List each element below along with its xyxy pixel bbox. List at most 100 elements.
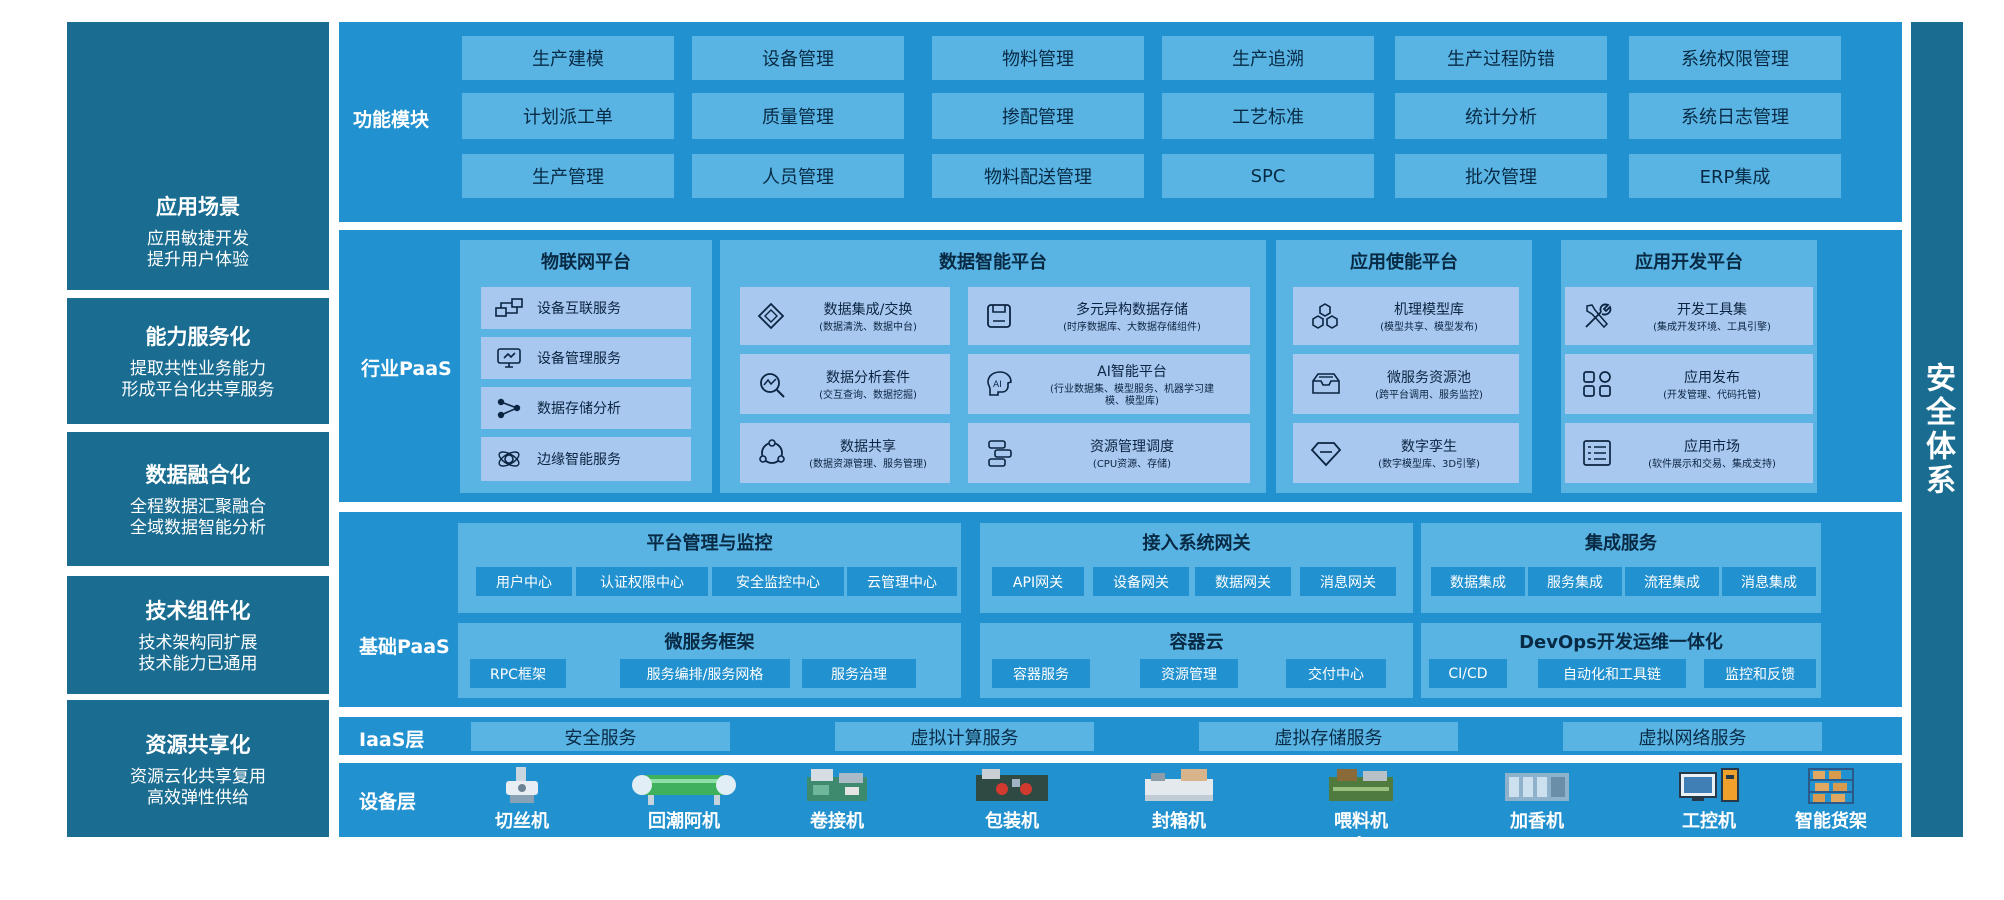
container-tag[interactable]: 容器服务 bbox=[992, 659, 1090, 688]
service-desc: (模型共享、模型发布) bbox=[1380, 321, 1478, 333]
microservice-tag[interactable]: 服务治理 bbox=[802, 659, 916, 688]
container-tag[interactable]: 资源管理 bbox=[1140, 659, 1238, 688]
enable-service-item[interactable]: 数字孪生(数字模型库、3D引擎) bbox=[1293, 423, 1519, 483]
left-card-line: 资源云化共享复用 bbox=[130, 766, 266, 787]
flavoring-machine-icon bbox=[1505, 773, 1569, 801]
enable-service-item[interactable]: 机理模型库(模型共享、模型发布) bbox=[1293, 287, 1519, 345]
share-icon bbox=[481, 396, 537, 420]
microservice-panel: 微服务框架 RPC框架 服务编排/服务网格 服务治理 bbox=[458, 623, 961, 698]
module-item[interactable]: 批次管理 bbox=[1395, 154, 1607, 198]
iot-service-item[interactable]: 设备管理服务 bbox=[481, 337, 691, 379]
platform-tag[interactable]: 云管理中心 bbox=[847, 567, 957, 596]
microservice-tag[interactable]: 服务编排/服务网格 bbox=[620, 659, 790, 688]
service-name: 设备管理服务 bbox=[537, 351, 621, 367]
platform-tag[interactable]: 用户中心 bbox=[476, 567, 572, 596]
device-label: 喂料机 bbox=[1334, 811, 1388, 832]
device-label: 包装机 bbox=[985, 811, 1039, 832]
module-item[interactable]: 设备管理 bbox=[692, 36, 904, 80]
integration-tag[interactable]: 流程集成 bbox=[1625, 567, 1719, 596]
data-service-item[interactable]: 数据分析套件(交互查询、数据挖掘) bbox=[740, 354, 950, 414]
integration-tag[interactable]: 消息集成 bbox=[1722, 567, 1816, 596]
iot-service-item[interactable]: 数据存储分析 bbox=[481, 387, 691, 429]
cutter-machine-icon bbox=[506, 767, 538, 803]
left-card-title: 能力服务化 bbox=[145, 325, 251, 349]
left-card-title: 资源共享化 bbox=[145, 732, 251, 757]
module-item[interactable]: 系统日志管理 bbox=[1629, 93, 1841, 139]
iaas-band: IaaS层 安全服务 虚拟计算服务 虚拟存储服务 虚拟网络服务 bbox=[339, 717, 1902, 755]
left-card-line: 应用敏捷开发 bbox=[147, 229, 249, 249]
service-desc: (开发管理、代码托管) bbox=[1663, 389, 1761, 401]
module-item[interactable]: 质量管理 bbox=[692, 93, 904, 139]
iot-service-item[interactable]: 设备互联服务 bbox=[481, 287, 691, 329]
enable-service-item[interactable]: 微服务资源池(跨平台调用、服务监控) bbox=[1293, 354, 1519, 414]
svg-text:AI: AI bbox=[993, 380, 1002, 390]
function-modules-band: 功能模块 生产建模 设备管理 物料管理 生产追溯 生产过程防错 系统权限管理 计… bbox=[339, 22, 1902, 222]
iaas-item[interactable]: 虚拟存储服务 bbox=[1199, 722, 1458, 751]
device-maker[interactable]: 卷接机 bbox=[797, 765, 877, 833]
device-ipc[interactable]: 工控机 bbox=[1671, 765, 1747, 833]
module-item[interactable]: ERP集成 bbox=[1629, 154, 1841, 198]
device-icon bbox=[481, 346, 537, 370]
data-service-item[interactable]: 数据集成/交换(数据清洗、数据中台) bbox=[740, 287, 950, 345]
device-smart-shelf[interactable]: 智能货架 bbox=[1781, 765, 1881, 833]
iaas-item[interactable]: 安全服务 bbox=[471, 722, 730, 751]
left-card-line: 高效弹性供给 bbox=[147, 787, 249, 808]
band-label: IaaS层 bbox=[359, 729, 425, 751]
device-flavoring[interactable]: 加香机 bbox=[1499, 765, 1575, 833]
devplat-service-item[interactable]: 应用发布(开发管理、代码托管) bbox=[1565, 354, 1813, 414]
platform-mgmt-panel: 平台管理与监控 用户中心 认证权限中心 安全监控中心 云管理中心 bbox=[458, 523, 961, 613]
module-item[interactable]: 计划派工单 bbox=[462, 93, 674, 139]
module-item[interactable]: SPC bbox=[1162, 154, 1374, 198]
module-item[interactable]: 物料配送管理 bbox=[932, 154, 1144, 198]
case-packer-icon bbox=[1145, 769, 1213, 801]
platform-tag[interactable]: 认证权限中心 bbox=[576, 567, 708, 596]
data-service-item[interactable]: AI AI智能平台(行业数据集、模型服务、机器学习建模、模型库) bbox=[968, 354, 1250, 414]
gateway-tag[interactable]: 消息网关 bbox=[1300, 567, 1396, 596]
device-rewet[interactable]: 回潮阿机 bbox=[624, 765, 744, 833]
gateway-tag[interactable]: 数据网关 bbox=[1195, 567, 1291, 596]
module-item[interactable]: 生产建模 bbox=[462, 36, 674, 80]
panel-title: 物联网平台 bbox=[541, 252, 631, 273]
gateway-tag[interactable]: API网关 bbox=[992, 567, 1084, 596]
device-feeder[interactable]: 喂料机 } bbox=[1321, 765, 1401, 852]
iaas-item[interactable]: 虚拟计算服务 bbox=[835, 722, 1094, 751]
tools-icon bbox=[1581, 301, 1613, 331]
data-service-item[interactable]: 多元异构数据存储(时序数据库、大数据存储组件) bbox=[968, 287, 1250, 345]
devops-tag[interactable]: 自动化和工具链 bbox=[1538, 659, 1686, 688]
module-item[interactable]: 工艺标准 bbox=[1162, 93, 1374, 139]
devops-tag[interactable]: 监控和反馈 bbox=[1704, 659, 1816, 688]
data-service-item[interactable]: 资源管理调度(CPU资源、存储) bbox=[968, 423, 1250, 483]
module-item[interactable]: 生产追溯 bbox=[1162, 36, 1374, 80]
container-tag[interactable]: 交付中心 bbox=[1286, 659, 1386, 688]
integration-tag[interactable]: 数据集成 bbox=[1431, 567, 1525, 596]
gateway-tag[interactable]: 设备网关 bbox=[1093, 567, 1189, 596]
module-item[interactable]: 生产过程防错 bbox=[1395, 36, 1607, 80]
left-card-title: 数据融合化 bbox=[145, 463, 251, 487]
microservice-tag[interactable]: RPC框架 bbox=[470, 659, 566, 688]
feeder-machine-icon bbox=[1329, 769, 1393, 801]
module-item[interactable]: 人员管理 bbox=[692, 154, 904, 198]
panel-title: 数据智能平台 bbox=[939, 252, 1047, 273]
left-card-scenario: 应用场景 应用敏捷开发 提升用户体验 bbox=[67, 22, 329, 290]
devplat-service-item[interactable]: 应用市场(软件展示和交易、集成支持) bbox=[1565, 423, 1813, 483]
device-case-packer[interactable]: 封箱机 bbox=[1139, 765, 1219, 833]
module-item[interactable]: 生产管理 bbox=[462, 154, 674, 198]
devops-tag[interactable]: CI/CD bbox=[1429, 659, 1507, 688]
integration-tag[interactable]: 服务集成 bbox=[1528, 567, 1622, 596]
platform-tag[interactable]: 安全监控中心 bbox=[712, 567, 844, 596]
module-item[interactable]: 物料管理 bbox=[932, 36, 1144, 80]
module-item[interactable]: 系统权限管理 bbox=[1629, 36, 1841, 80]
service-desc: (集成开发环境、工具引擎) bbox=[1653, 321, 1771, 333]
iaas-item[interactable]: 虚拟网络服务 bbox=[1563, 722, 1822, 751]
iot-platform-panel: 物联网平台 设备互联服务 设备管理服务 数据存储分析 边缘智能服务 bbox=[460, 240, 712, 493]
data-service-item[interactable]: 数据共享(数据资源管理、服务管理) bbox=[740, 423, 950, 483]
app-enablement-panel: 应用使能平台 机理模型库(模型共享、模型发布) 微服务资源池(跨平台调用、服务监… bbox=[1276, 240, 1532, 493]
devplat-service-item[interactable]: 开发工具集 (集成开发环境、工具引擎) bbox=[1565, 287, 1813, 345]
device-cutter[interactable]: 切丝机 bbox=[487, 765, 557, 833]
device-packer[interactable]: 包装机 bbox=[967, 765, 1057, 833]
iot-service-item[interactable]: 边缘智能服务 bbox=[481, 437, 691, 481]
service-name: 数据分析套件 bbox=[826, 369, 910, 386]
module-item[interactable]: 统计分析 bbox=[1395, 93, 1607, 139]
module-item[interactable]: 掺配管理 bbox=[932, 93, 1144, 139]
service-name: 开发工具集 bbox=[1677, 301, 1747, 318]
